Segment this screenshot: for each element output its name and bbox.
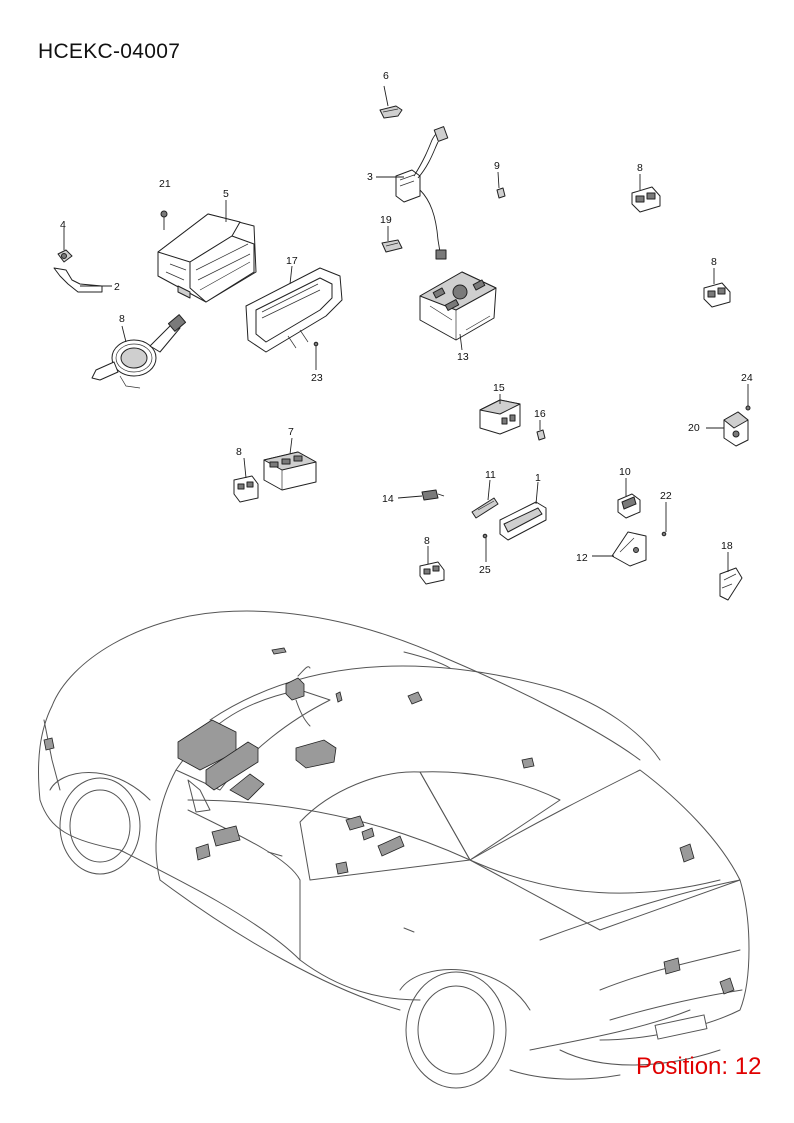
callout-8c: 8 [424, 535, 430, 547]
installed-parts [43, 647, 735, 995]
position-label: Position: 12 [636, 1053, 762, 1080]
callout-2: 2 [114, 281, 120, 293]
part-8c[interactable] [419, 561, 445, 585]
part-26[interactable] [745, 405, 751, 411]
part-17[interactable] [479, 399, 521, 435]
callout-14: 12 [576, 552, 588, 564]
part-27[interactable] [482, 533, 488, 539]
callout-12: 10 [619, 466, 631, 478]
callout-7: 7 [288, 426, 294, 438]
vehicle-outline [38, 610, 750, 1089]
part-18[interactable] [536, 429, 546, 441]
callout-13: 11 [485, 469, 496, 481]
callout-6: 6 [383, 70, 389, 82]
diagram-title: HCEKC-04007 [38, 40, 181, 63]
part-16[interactable] [421, 489, 445, 501]
part-8a[interactable] [631, 186, 661, 213]
callout-5: 5 [223, 188, 229, 200]
part-2[interactable] [53, 267, 103, 293]
callout-3: 3 [367, 171, 373, 183]
part-14[interactable] [611, 531, 647, 567]
part-13[interactable] [471, 497, 499, 519]
callout-labels: 6 3 9 8 8 19 4 2 21 5 17 23 13 8 15 16 2… [60, 70, 753, 576]
part-4[interactable] [57, 249, 73, 263]
callout-8a: 8 [637, 162, 643, 174]
callout-24: 22 [660, 490, 672, 502]
part-22[interactable] [723, 411, 749, 447]
callout-22: 20 [688, 422, 700, 434]
part-3[interactable] [395, 126, 449, 260]
part-10[interactable] [233, 475, 259, 503]
part-23[interactable] [160, 210, 168, 230]
part-15[interactable] [419, 271, 497, 341]
callout-27: 25 [479, 564, 491, 576]
callout-21: 19 [380, 214, 392, 226]
part-6[interactable] [379, 105, 403, 119]
part-12[interactable] [617, 493, 641, 519]
callout-19: 17 [286, 255, 298, 267]
part-19[interactable] [245, 267, 343, 353]
part-1[interactable] [499, 501, 547, 541]
callout-17: 15 [493, 382, 505, 394]
part-5[interactable] [157, 213, 257, 303]
part-20[interactable] [719, 567, 743, 601]
callout-26: 24 [741, 372, 753, 384]
callout-16: 14 [382, 493, 394, 505]
part-8b[interactable] [703, 282, 731, 308]
callout-9: 8 [119, 313, 125, 325]
leader-lines [63, 85, 749, 572]
callout-10: 8 [236, 446, 242, 458]
part-24[interactable] [661, 531, 667, 537]
callout-1: 1 [535, 472, 541, 484]
callout-8b: 8 [711, 256, 717, 268]
callout-23: 21 [159, 178, 171, 190]
part-25[interactable] [313, 341, 319, 347]
callout-18: 16 [534, 408, 546, 420]
part-9[interactable] [91, 314, 187, 389]
callout-11: 9 [494, 160, 500, 172]
callout-4: 4 [60, 219, 66, 231]
part-21[interactable] [381, 239, 403, 253]
callout-20: 18 [721, 540, 733, 552]
part-7[interactable] [263, 451, 317, 491]
callout-15: 13 [457, 351, 469, 363]
callout-25: 23 [311, 372, 323, 384]
part-11[interactable] [496, 187, 506, 199]
